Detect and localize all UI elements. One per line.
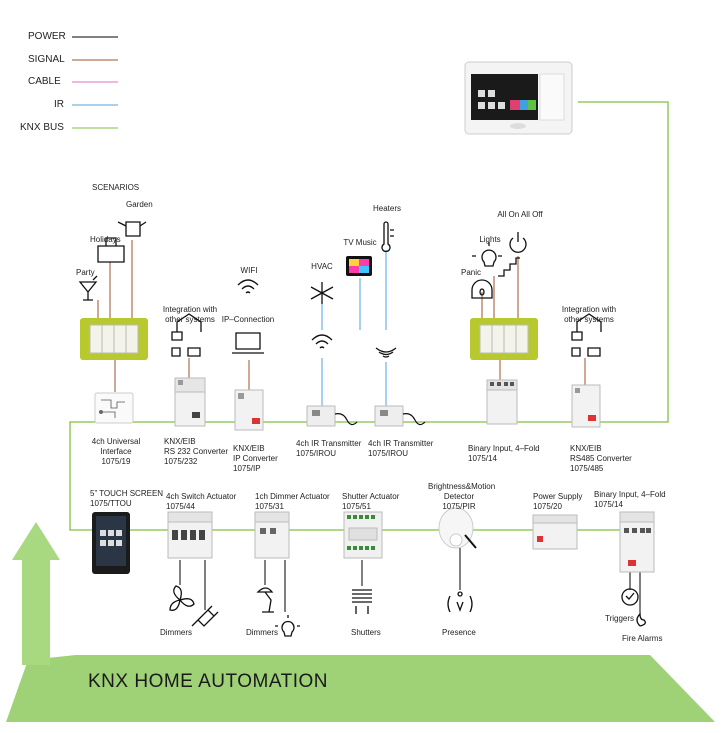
laptop-icon — [232, 332, 264, 354]
signal-lines — [97, 240, 586, 392]
fan-icon — [169, 585, 195, 611]
legend-cable-label: CABLE — [28, 76, 61, 87]
wifi-icon-1 — [237, 279, 259, 294]
legend-lines — [72, 36, 118, 129]
knx-bus — [69, 101, 669, 531]
wall-touch-panel — [464, 61, 573, 135]
bus-top-segment — [69, 101, 669, 531]
network-house-icon-1 — [171, 313, 202, 357]
panic-label: Panic — [460, 268, 481, 277]
legend-ir-label: IR — [54, 99, 64, 110]
dimmable-bulb-icon — [275, 615, 300, 637]
plug-icon — [191, 605, 219, 627]
dimmers-label-2: Dimmers — [246, 628, 278, 637]
up-arrow — [12, 522, 60, 665]
snowflake-icon — [310, 282, 334, 304]
all-on-all-off-label: All On All Off — [497, 210, 543, 219]
rs232-device — [174, 377, 206, 427]
dimmer-actuator-device — [254, 511, 290, 559]
wall-switch-right — [470, 318, 538, 360]
panic-icon — [471, 279, 493, 299]
lights-label: Lights — [479, 235, 501, 244]
party-label: Party — [76, 268, 95, 277]
shutters-icon — [352, 589, 372, 614]
garden-label: Garden — [126, 200, 153, 209]
stairs-icon — [498, 257, 520, 277]
load-lines — [179, 548, 641, 614]
power-supply-device — [532, 514, 578, 550]
rs485-device — [571, 384, 601, 428]
wall-switch-left — [80, 318, 148, 360]
binary-input-bottom-device — [619, 511, 655, 573]
binary-input-top-device — [486, 379, 518, 425]
tv-icon — [346, 256, 372, 276]
legend-knx-label: KNX BUS — [20, 122, 64, 133]
heaters-label: Heaters — [372, 204, 401, 213]
cocktail-icon — [78, 275, 98, 301]
trigger-icon — [621, 588, 639, 606]
pir-device — [438, 507, 477, 549]
light-bulb-icon — [472, 242, 502, 267]
network-house-icon-2 — [571, 313, 602, 357]
fire-icon — [636, 612, 646, 627]
shutters-label: Shutters — [351, 628, 381, 637]
switch-actuator-device — [167, 511, 213, 559]
triggers-label: Triggers — [605, 614, 635, 623]
universal-interface-device — [94, 392, 134, 424]
touch-screen-device — [92, 512, 130, 574]
shutter-actuator-device — [343, 511, 383, 559]
holidays-icon — [97, 237, 125, 263]
ir-signal-icon — [375, 347, 397, 358]
presence-label: Presence — [442, 628, 476, 637]
scenarios-heading: SCENARIOS — [92, 183, 140, 192]
title-banner — [6, 655, 715, 722]
power-icon — [509, 232, 527, 253]
tv-music-label: TV Music — [343, 238, 377, 247]
ir-transmitter-1-device — [306, 405, 358, 427]
legend-power-label: POWER — [28, 31, 66, 42]
thermometer-icon — [381, 221, 394, 253]
wifi-icon-2 — [311, 334, 333, 349]
presence-icon — [447, 591, 473, 613]
desk-lamp-icon — [256, 587, 274, 613]
ip-connection-label: IP–Connection — [221, 315, 275, 324]
ir-transmitter-2-device — [374, 405, 426, 427]
hvac-label: HVAC — [311, 262, 333, 271]
dimmers-label-1: Dimmers — [160, 628, 192, 637]
watering-can-icon — [117, 221, 147, 237]
page-title: KNX HOME AUTOMATION — [88, 671, 328, 692]
ir-lines — [321, 250, 387, 408]
legend-signal-label: SIGNAL — [28, 54, 65, 65]
wifi-label: WIFI — [240, 266, 258, 275]
ip-device — [234, 389, 264, 431]
fire-alarms-label: Fire Alarms — [622, 634, 663, 643]
holidays-label: Holidays — [90, 235, 121, 244]
